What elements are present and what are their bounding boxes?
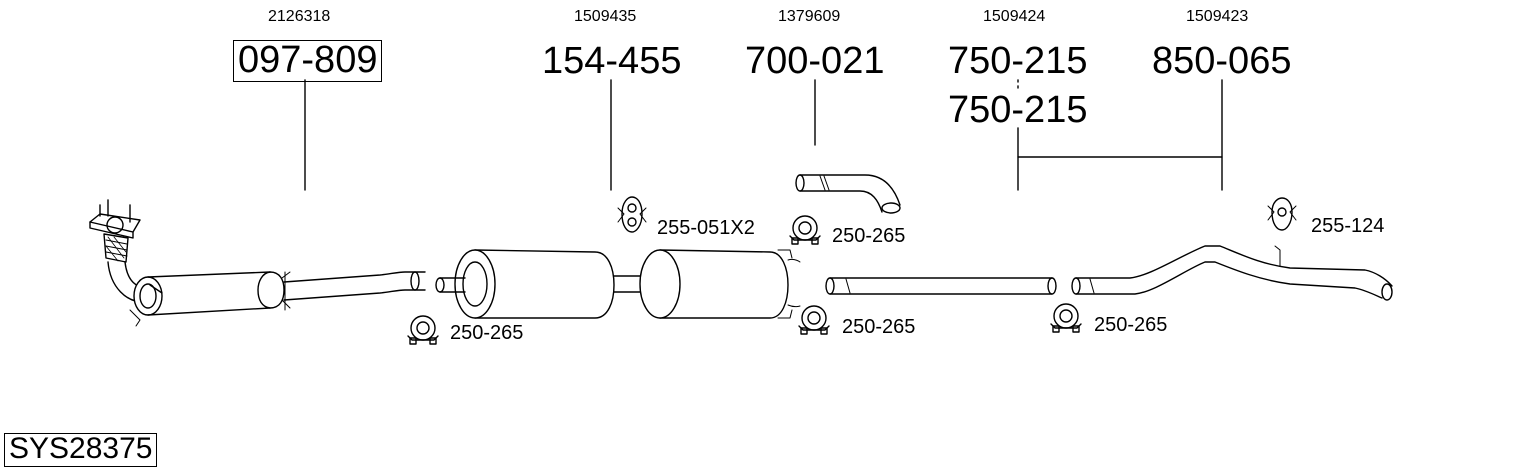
pipe-icon[interactable] [795, 174, 901, 214]
rubber-hanger-icon[interactable] [1267, 197, 1297, 231]
pipe-icon[interactable] [1071, 245, 1393, 301]
part-number-4[interactable]: 750-215 [948, 40, 1088, 82]
clamp-icon[interactable] [798, 305, 830, 335]
clamp-icon[interactable] [1050, 303, 1082, 333]
clamp-label-2[interactable]: 250-265 [832, 225, 906, 247]
clamp-icon[interactable] [407, 315, 439, 345]
pipe-icon[interactable] [825, 277, 1057, 295]
part-number-4-repeat[interactable]: 750-215 [948, 89, 1088, 131]
silencer-icon[interactable] [435, 249, 801, 319]
catalytic-converter-icon[interactable] [89, 199, 426, 327]
oem-number-4: 1509424 [983, 8, 1046, 25]
part-number-2[interactable]: 154-455 [542, 40, 682, 82]
oem-number-1: 2126318 [268, 8, 331, 25]
part-number-5[interactable]: 850-065 [1152, 40, 1292, 82]
leader-lines [304, 79, 1223, 191]
oem-number-2: 1509435 [574, 8, 637, 25]
hanger-label-2[interactable]: 255-124 [1311, 215, 1385, 237]
part-number-1[interactable]: 097-809 [233, 40, 383, 82]
hanger-label-1[interactable]: 255-051X2 [657, 217, 755, 239]
oem-number-3: 1379609 [778, 8, 841, 25]
clamp-label-1[interactable]: 250-265 [450, 322, 524, 344]
clamp-label-4[interactable]: 250-265 [1094, 314, 1168, 336]
oem-number-5: 1509423 [1186, 8, 1249, 25]
clamp-label-3[interactable]: 250-265 [842, 316, 916, 338]
rubber-hanger-icon[interactable] [617, 196, 647, 233]
clamp-icon[interactable] [789, 215, 821, 245]
system-code: SYS28375 [4, 433, 158, 467]
part-number-3[interactable]: 700-021 [745, 40, 885, 82]
